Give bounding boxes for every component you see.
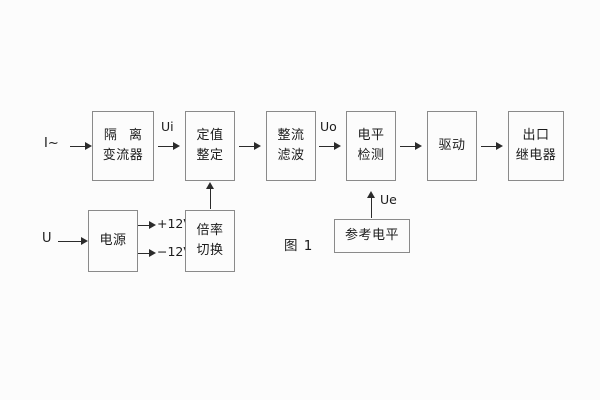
block-rectify-filter-line-1: 整流: [277, 127, 305, 143]
voltage-input-label: U: [42, 231, 52, 246]
ui-signal-label: Ui: [161, 119, 174, 134]
current-input-arrowhead: [85, 142, 92, 150]
ui-line: [158, 146, 176, 147]
block-level-detect-line-2: 检测: [357, 148, 385, 163]
uo-signal-label: Uo: [320, 119, 337, 134]
drive-to-relay-line: [481, 146, 499, 147]
block-output-relay-line-1: 出口: [522, 127, 550, 143]
block-multiplier-switch-line-2: 切换: [196, 243, 224, 258]
drive-to-relay-arrowhead: [496, 142, 503, 150]
level-to-drive-arrowhead: [415, 142, 422, 150]
ue-signal-label: Ue: [380, 192, 397, 207]
block-setting-value-line-2: 整定: [196, 148, 224, 163]
block-drive[interactable]: 驱动: [427, 111, 477, 181]
current-input-line: [70, 146, 88, 147]
block-level-detect[interactable]: 电平 检测: [346, 111, 396, 181]
ue-arrowhead: [367, 191, 375, 198]
block-level-detect-line-1: 电平: [357, 127, 385, 143]
block-reference-level-line-1: 参考电平: [344, 227, 399, 243]
multiplier-to-setting-line: [210, 187, 211, 209]
setting-to-rectify-line: [239, 146, 257, 147]
block-setting-value[interactable]: 定值 整定: [185, 111, 235, 181]
uo-line: [319, 146, 337, 147]
rail-negative-arrowhead: [149, 249, 156, 257]
block-isolation-transformer-line-1: 隔 离: [103, 127, 147, 143]
multiplier-to-setting-arrowhead: [206, 182, 214, 189]
level-to-drive-line: [400, 146, 418, 147]
voltage-input-arrowhead: [81, 237, 88, 245]
block-rectify-filter-line-2: 滤波: [277, 148, 305, 163]
rail-negative-label: −12V: [157, 244, 192, 259]
voltage-input-line: [58, 241, 84, 242]
uo-arrowhead: [334, 142, 341, 150]
block-output-relay-line-2: 继电器: [515, 148, 557, 163]
rail-negative-line: [138, 253, 152, 254]
block-power-supply-line-1: 电源: [99, 232, 127, 248]
current-input-label: I~: [44, 136, 59, 151]
figure-caption: 图 1: [284, 238, 314, 254]
block-output-relay[interactable]: 出口 继电器: [508, 111, 564, 181]
block-isolation-transformer-line-2: 变流器: [102, 148, 144, 163]
block-multiplier-switch[interactable]: 倍率 切换: [185, 210, 235, 272]
block-drive-line-1: 驱动: [438, 137, 466, 153]
rail-positive-arrowhead: [149, 221, 156, 229]
setting-to-rectify-arrowhead: [254, 142, 261, 150]
ui-arrowhead: [173, 142, 180, 150]
block-multiplier-switch-line-1: 倍率: [196, 222, 224, 238]
block-setting-value-line-1: 定值: [196, 127, 224, 143]
ue-line: [371, 196, 372, 218]
rail-positive-label: +12V: [157, 216, 192, 231]
block-power-supply[interactable]: 电源: [88, 210, 138, 272]
block-reference-level[interactable]: 参考电平: [334, 219, 410, 253]
rail-positive-line: [138, 225, 152, 226]
block-rectify-filter[interactable]: 整流 滤波: [266, 111, 316, 181]
block-isolation-transformer[interactable]: 隔 离 变流器: [92, 111, 154, 181]
